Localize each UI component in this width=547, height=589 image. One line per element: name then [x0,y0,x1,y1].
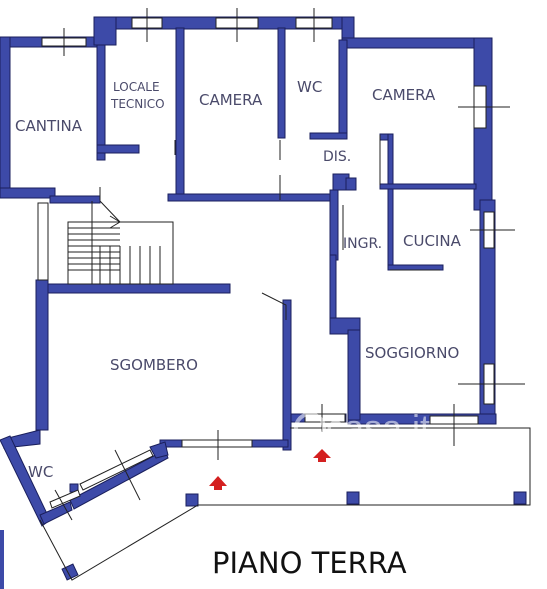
room-label-camera-2: CAMERA [372,86,436,104]
svg-text:casa.it: casa.it [326,407,430,448]
room-label-dis: DIS. [323,149,351,165]
entry-arrows [209,449,331,490]
room-labels: CANTINA LOCALE TECNICO CAMERA WC CAMERA … [15,78,462,481]
entry-arrow-left [209,476,227,490]
room-label-sgombero: SGOMBERO [110,356,198,374]
room-label-camera-1: CAMERA [199,91,263,109]
door-lines [99,135,440,320]
room-label-cantina: CANTINA [15,117,83,135]
margin-mark [0,530,4,589]
room-label-tecnico: TECNICO [110,97,165,111]
watermark: casa.it [294,407,430,448]
plan-title: PIANO TERRA [212,546,407,580]
room-label-ingr: INGR. [343,236,382,252]
stairs [67,200,174,285]
terrace-outline [39,427,531,581]
windows [37,8,525,521]
room-label-cucina: CUCINA [403,232,462,250]
entry-arrow-right [313,449,331,462]
room-label-locale: LOCALE [113,80,160,94]
room-label-soggiorno: SOGGIORNO [365,344,459,362]
room-label-wc-top: WC [297,78,322,96]
walls [0,16,527,581]
room-label-wc-bottom: WC [28,463,53,481]
